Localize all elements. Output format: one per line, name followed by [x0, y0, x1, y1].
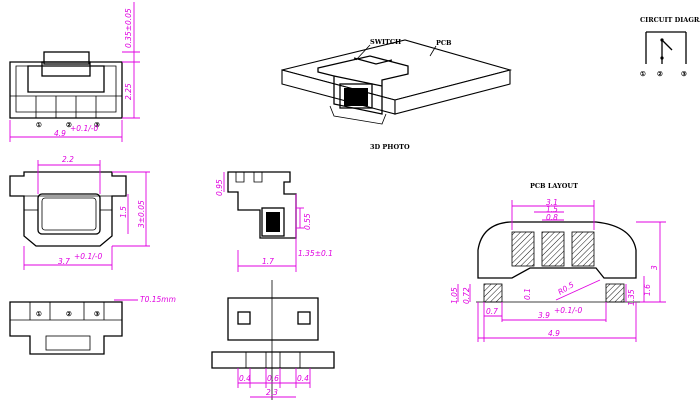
dim-end-04a: 0.4	[239, 374, 251, 383]
dim-front-3: 3±0.05	[137, 200, 146, 228]
dim-pcb-r: R0.5	[556, 280, 575, 297]
dim-pcb-135: 1.35	[627, 289, 636, 306]
dim-side-225: 2.25	[124, 83, 133, 100]
dim-side-055: 0.55	[303, 213, 312, 230]
side-view: 0.95 0.55 1.35±0.1 1.7	[215, 171, 333, 272]
dim-top-width-tol: +0.1/-0	[70, 124, 98, 133]
dim-end-06: 0.6	[267, 374, 279, 383]
label-pcb-layout: PCB LAYOUT	[530, 182, 578, 190]
circuit-pin-2: ②	[657, 70, 663, 78]
dim-top-height: 0.35±0.05	[124, 8, 133, 48]
dim-pcb-15: 1.5	[546, 205, 558, 214]
dim-pcb-105: 1.05	[450, 287, 459, 304]
circuit-pin-1: ①	[640, 70, 646, 78]
dim-front-width-tol: +0.1/-0	[74, 252, 102, 261]
bottom-pin-1: ①	[36, 310, 42, 318]
dim-pcb-39: 3.9	[538, 311, 550, 320]
top-view: ① ② ③ 4.9 +0.1/-0 0.35±0.05 2.25	[9, 2, 140, 142]
label-pcb: PCB	[436, 39, 452, 47]
bottom-pin-2: ②	[66, 310, 72, 318]
dim-front-22: 2.2	[62, 155, 74, 164]
end-view: 0.4 0.6 0.4 2.3	[211, 280, 335, 400]
3d-photo: SWITCH PCB 3D PHOTO	[281, 38, 513, 151]
top-pin-2: ②	[66, 121, 72, 129]
front-view: 2.2 1.5 3±0.05 3.7 +0.1/-0	[9, 155, 150, 270]
top-pin-3: ③	[94, 121, 100, 129]
dim-side-095: 0.95	[215, 179, 224, 196]
pcb-layout: PCB LAYOUT 3.1 1.5 0.8 0.1 R0.5 1.05 0.7…	[450, 182, 666, 342]
dim-bottom-t: T0.15mm	[140, 295, 176, 304]
bottom-view: ① ② ③ T0.15mm	[9, 295, 176, 355]
dim-front-width: 3.7	[58, 257, 70, 266]
dim-top-width: 4.9	[54, 129, 66, 138]
dim-front-15: 1.5	[119, 206, 128, 218]
dim-end-04b: 0.4	[297, 374, 309, 383]
dim-side-135: 1.35±0.1	[298, 249, 333, 258]
bottom-pin-3: ③	[94, 310, 100, 318]
dim-pcb-07: 0.7	[486, 307, 498, 316]
top-pin-1: ①	[36, 121, 42, 129]
dim-pcb-49: 4.9	[548, 329, 560, 338]
dim-side-17: 1.7	[262, 257, 274, 266]
dim-pcb-39-tol: +0.1/-0	[554, 306, 582, 315]
dim-pcb-16: 1.6	[643, 284, 652, 296]
circuit-diagram: CIRCUIT DIAGRAM ① ② ③	[640, 16, 700, 78]
dim-pcb-31: 3.1	[546, 198, 558, 207]
label-circuit-diagram: CIRCUIT DIAGRAM	[640, 16, 700, 24]
label-switch: SWITCH	[370, 38, 401, 46]
label-3d-photo: 3D PHOTO	[370, 143, 410, 151]
dim-pcb-072: 0.72	[462, 287, 471, 304]
dim-pcb-01: 0.1	[523, 288, 532, 300]
dim-pcb-3: 3	[650, 265, 659, 270]
dim-pcb-08: 0.8	[546, 213, 558, 222]
circuit-pin-3: ③	[681, 70, 687, 78]
dim-end-23: 2.3	[266, 388, 278, 397]
